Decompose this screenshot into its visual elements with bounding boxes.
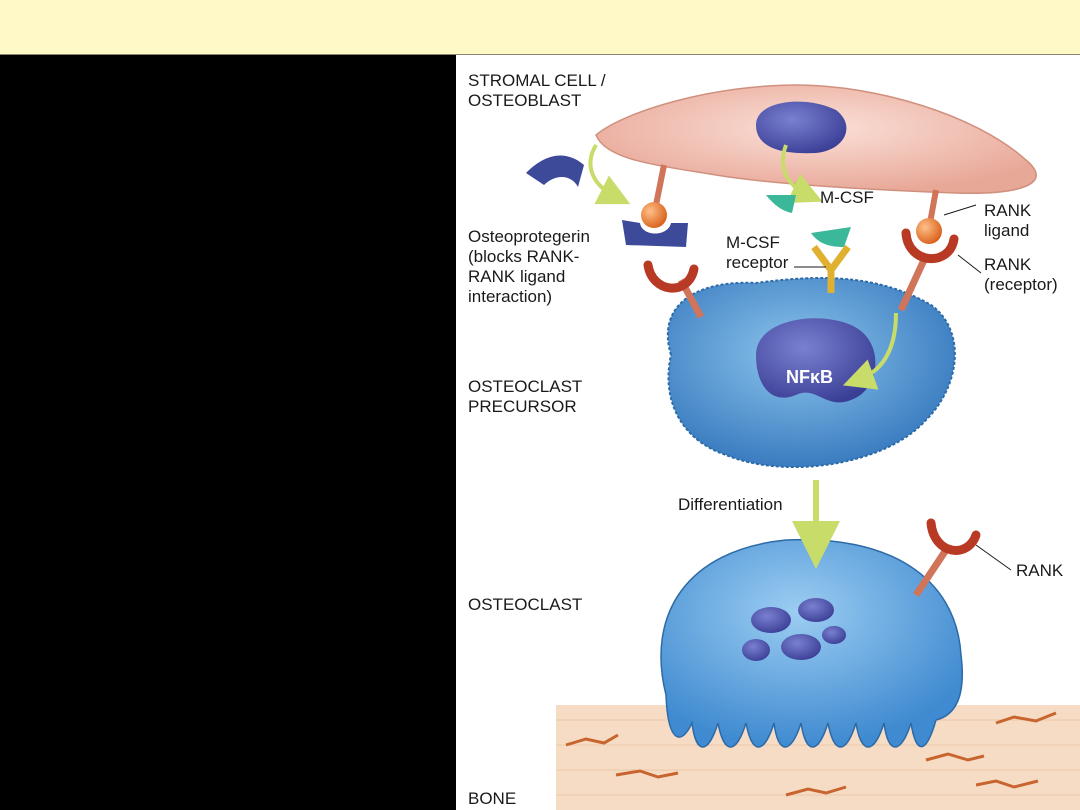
rank-ligand-right-icon bbox=[916, 218, 942, 244]
osteoclast-nucleus-3 bbox=[742, 639, 770, 661]
label-bone: BONE bbox=[468, 789, 517, 808]
label-rank-receptor: RANK (receptor) bbox=[984, 255, 1058, 294]
label-osteoprotegerin: Osteoprotegerin (blocks RANK- RANK ligan… bbox=[468, 227, 590, 306]
label-nfkb: NFκB bbox=[786, 367, 834, 387]
diagram-canvas bbox=[526, 84, 1080, 810]
label-mcsf: M-CSF bbox=[820, 188, 874, 207]
osteoclast-rank-receptor-icon bbox=[926, 518, 981, 555]
osteoclast-cell bbox=[660, 518, 1012, 748]
stromal-nucleus bbox=[756, 101, 847, 154]
label-osteoclast: OSTEOCLAST bbox=[468, 595, 583, 614]
osteoclast-nucleus-1 bbox=[751, 607, 791, 633]
label-differentiation: Differentiation bbox=[678, 495, 783, 514]
rank-receptor-left-icon bbox=[643, 260, 699, 293]
stromal-cell bbox=[595, 84, 1037, 194]
diagram-figure: STROMAL CELL / OSTEOBLAST Osteoprotegeri… bbox=[456, 55, 1080, 810]
left-panel bbox=[0, 55, 456, 810]
rank-receptor-right-icon bbox=[901, 228, 959, 264]
header-band bbox=[0, 0, 1080, 55]
label-osteoclast-precursor: OSTEOCLAST PRECURSOR bbox=[468, 377, 583, 416]
rank-ligand-left-icon bbox=[641, 202, 667, 228]
opg-secretion-arrow bbox=[588, 143, 631, 205]
label-mcsf-receptor: M-CSF receptor bbox=[726, 233, 789, 272]
label-stromal-cell: STROMAL CELL / OSTEOBLAST bbox=[468, 71, 606, 110]
osteoprotegerin-free-icon bbox=[526, 155, 584, 187]
mcsf-bound-icon bbox=[811, 227, 851, 247]
osteoclast-nucleus-2 bbox=[798, 598, 834, 622]
mcsf-free-icon bbox=[766, 195, 796, 213]
osteoclast-nucleus-5 bbox=[822, 626, 846, 644]
nfkb-nucleus bbox=[756, 318, 876, 403]
osteoprotegerin-bound-icon bbox=[622, 220, 688, 247]
osteoclast-nucleus-4 bbox=[781, 634, 821, 660]
label-rank: RANK bbox=[1016, 561, 1064, 580]
nfkb-signal-arrow bbox=[842, 312, 898, 390]
label-rank-ligand: RANK ligand bbox=[984, 201, 1032, 240]
mcsf-secretion-arrow bbox=[781, 144, 823, 203]
